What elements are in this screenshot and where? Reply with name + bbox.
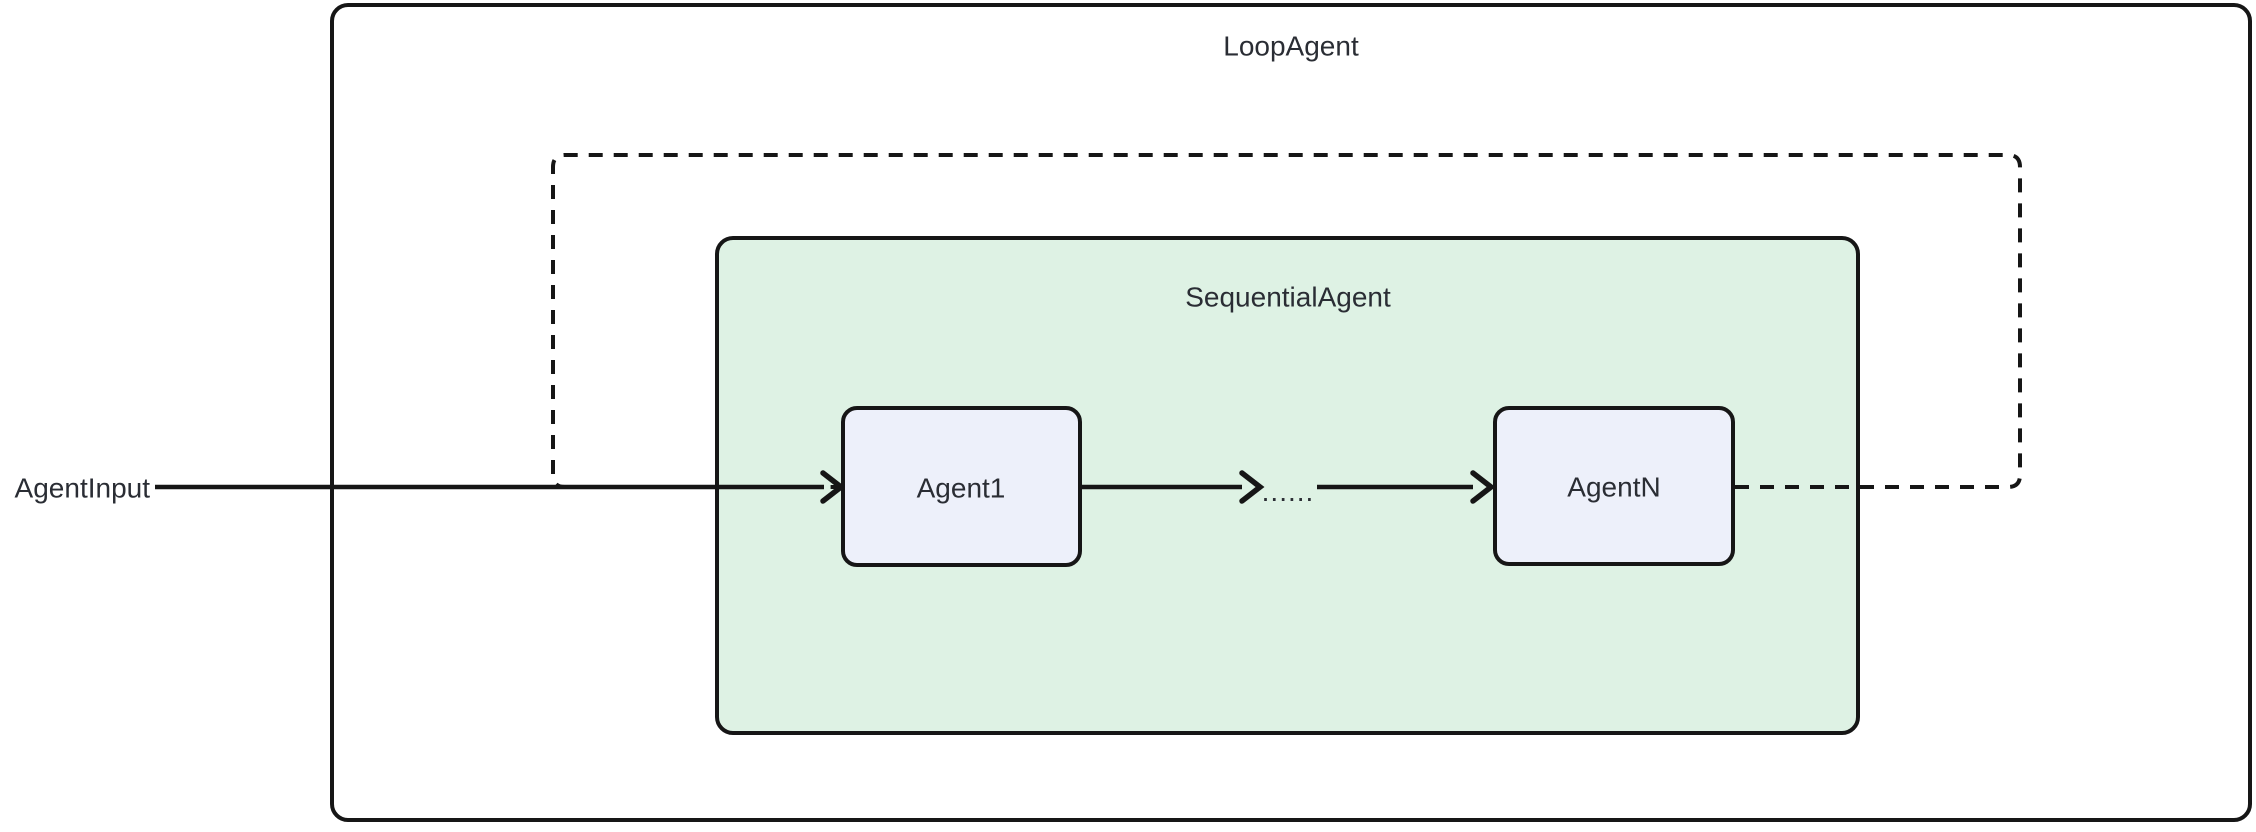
loop-agent-label: LoopAgent [1223, 31, 1359, 62]
node-agentn-label: AgentN [1567, 472, 1660, 503]
node-agent1-label: Agent1 [917, 473, 1006, 504]
sequential-agent-label: SequentialAgent [1185, 282, 1391, 313]
node-agentn [1493, 406, 1735, 566]
loopback-dashed-edge [551, 153, 2022, 489]
agent-input-label: AgentInput [15, 473, 151, 504]
arrowhead-icon [1470, 470, 1496, 504]
arrowhead-icon [1239, 470, 1265, 504]
ellipsis-edge-label: ...... [1262, 476, 1315, 507]
node-agent1 [841, 406, 1082, 567]
